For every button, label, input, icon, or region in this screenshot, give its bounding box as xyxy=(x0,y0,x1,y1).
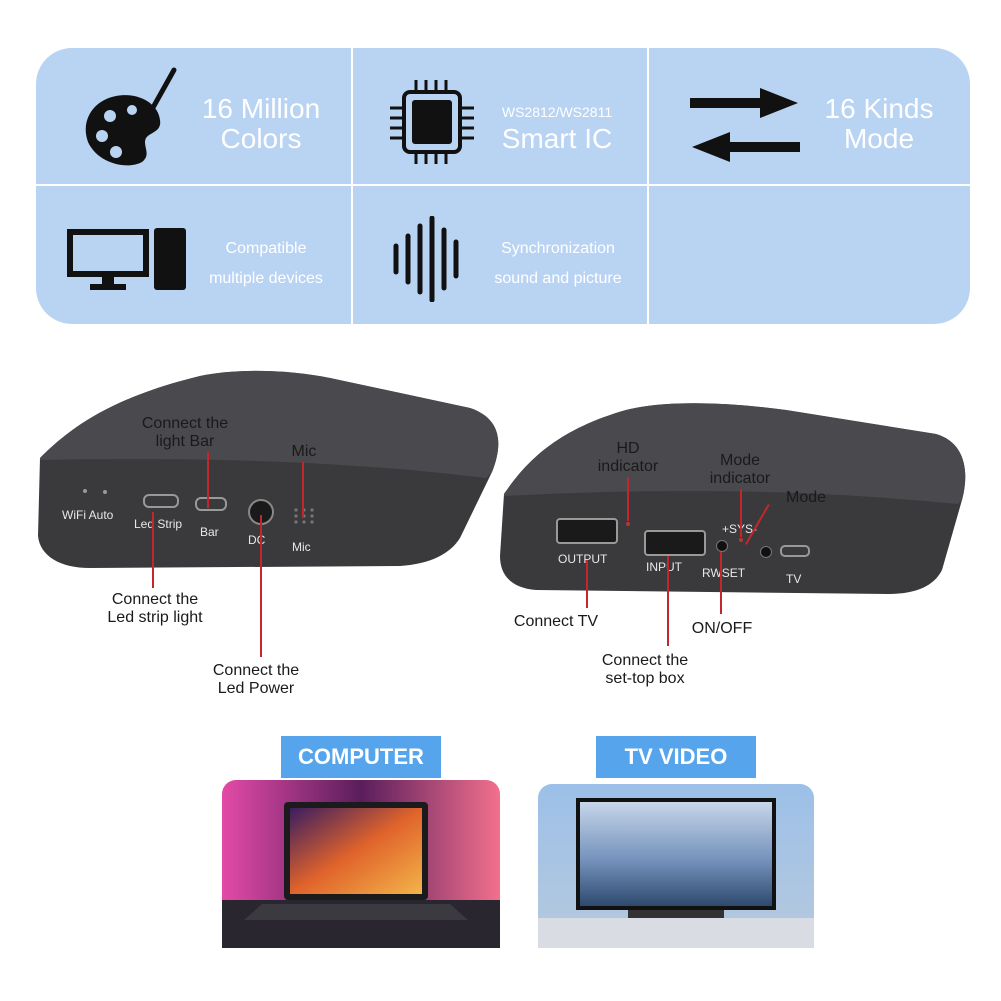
callout-line xyxy=(627,477,629,521)
hd-indicator-led xyxy=(626,522,630,526)
callout-power-2: Led Power xyxy=(217,680,295,697)
callout-onoff: ON/OFF xyxy=(691,620,753,637)
callout-light-bar-1: Connect the xyxy=(141,415,229,432)
port-label-sys: +SYS- xyxy=(722,522,757,536)
port-label-rwset: RWSET xyxy=(702,566,746,580)
feature-panel: 16 Million Colors WS2812/WS2811 Smart IC… xyxy=(36,48,970,324)
tv-video-badge: TV VIDEO xyxy=(596,736,756,778)
callout-line xyxy=(720,552,722,614)
callout-line xyxy=(667,556,669,646)
sync-line2: sound and picture xyxy=(494,270,622,287)
callout-hd-1: HD xyxy=(616,440,640,457)
led-strip-port xyxy=(143,494,179,508)
devices-line2: multiple devices xyxy=(209,270,323,287)
callout-stb-1: Connect the xyxy=(601,652,689,669)
callout-mode: Mode xyxy=(785,489,827,506)
wifi-led xyxy=(83,489,87,493)
hdmi-input-port xyxy=(644,530,706,556)
port-label-tv: TV xyxy=(786,572,802,586)
mode-line2: Mode xyxy=(843,123,915,154)
port-label-led-strip: Led Strip xyxy=(134,517,183,531)
divider xyxy=(647,48,649,324)
callout-strip-2: Led strip light xyxy=(107,609,203,626)
ic-small: WS2812/WS2811 xyxy=(501,104,613,120)
computer-badge: COMPUTER xyxy=(281,736,441,778)
mode-indicator-led xyxy=(739,538,743,542)
mic-holes xyxy=(294,508,314,524)
led-controller-box xyxy=(38,370,499,568)
callout-line xyxy=(302,462,304,518)
callout-power-1: Connect the xyxy=(212,662,300,679)
port-label-mic: Mic xyxy=(292,540,311,554)
callout-stb-2: set-top box xyxy=(605,670,685,687)
monitor-tower-icon xyxy=(67,228,186,290)
tv-scene-image xyxy=(538,784,814,948)
devices-line1: Compatible xyxy=(225,240,307,257)
callout-line xyxy=(586,560,588,608)
callout-mode-ind-2: indicator xyxy=(709,470,771,487)
bar-port xyxy=(195,497,227,511)
arrows-icon xyxy=(690,88,800,162)
hdmi-output-port xyxy=(556,518,618,544)
auto-led xyxy=(103,490,107,494)
callout-strip-1: Connect the xyxy=(111,591,199,608)
chip-icon xyxy=(390,80,474,164)
port-label-dc: DC xyxy=(248,533,266,547)
divider xyxy=(36,184,970,186)
sound-wave-icon xyxy=(393,216,459,302)
callout-connect-tv: Connect TV xyxy=(513,613,599,630)
mode-button xyxy=(760,546,772,558)
colors-line2: Colors xyxy=(220,123,302,154)
hdmi-sync-box xyxy=(500,403,966,594)
ic-big: Smart IC xyxy=(501,123,613,154)
callout-line xyxy=(260,515,262,657)
callout-hd-2: indicator xyxy=(597,458,659,475)
callout-mode-ind-1: Mode xyxy=(719,452,761,469)
port-label-input: INPUT xyxy=(646,560,682,574)
divider xyxy=(351,48,353,324)
port-label-wifi: WiFi Auto xyxy=(62,508,114,522)
port-label-output: OUTPUT xyxy=(558,552,608,566)
callout-line xyxy=(152,512,154,588)
callout-line xyxy=(207,452,209,508)
callout-light-bar-2: light Bar xyxy=(155,433,215,450)
sync-line1: Synchronization xyxy=(501,240,615,257)
port-label-bar: Bar xyxy=(200,525,219,539)
mode-line1: 16 Kinds xyxy=(824,93,934,124)
callout-line xyxy=(740,489,742,537)
tv-port xyxy=(780,545,810,557)
computer-scene-image xyxy=(222,780,500,948)
colors-line1: 16 Million xyxy=(201,93,321,124)
callout-mic: Mic xyxy=(291,443,317,460)
rwset-button xyxy=(716,540,728,552)
palette-icon xyxy=(85,67,177,166)
